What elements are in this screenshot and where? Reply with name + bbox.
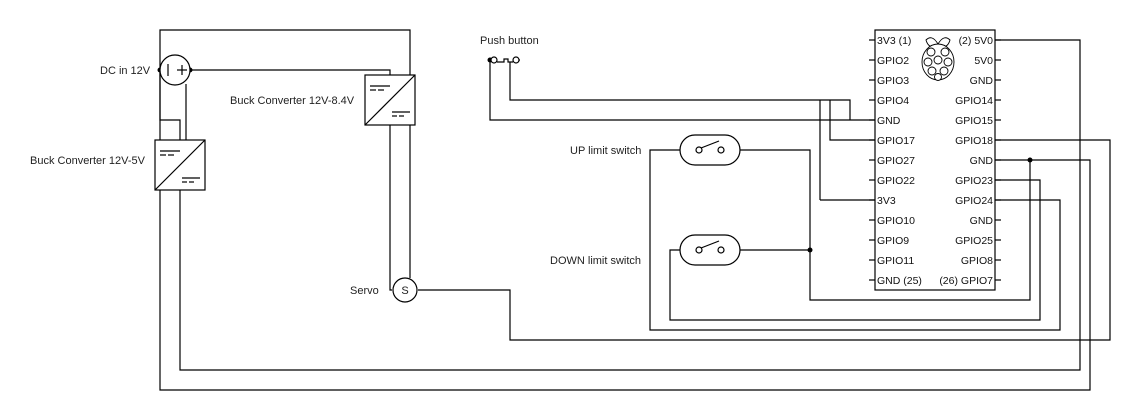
pin-label-left: GPIO4 [877, 95, 909, 107]
dc-in-label: DC in 12V [100, 65, 151, 77]
pin-label-right: GPIO25 [955, 235, 993, 247]
servo-symbol: S [401, 285, 408, 297]
pin-label-right: GPIO18 [955, 135, 993, 147]
wire-up-switch-gpio24 [649, 149, 1061, 331]
pin-label-left: GPIO17 [877, 135, 915, 147]
wire-down-switch-gpio23 [669, 179, 1041, 321]
pin-label-left: GND [877, 115, 901, 127]
up-limit-switch [679, 134, 741, 166]
pin-label-left: GPIO9 [877, 235, 909, 247]
wire-gpio17 [829, 100, 875, 141]
buck-5v-label: Buck Converter 12V-5V [30, 155, 146, 167]
wire-button-gnd [489, 60, 875, 121]
pin-label-right: (2) 5V0 [959, 35, 994, 47]
pin-label-right: GPIO8 [961, 255, 993, 267]
junction-dot [807, 247, 813, 253]
pin-label-right: GPIO24 [955, 195, 993, 207]
wire-buck-to-servo [389, 125, 392, 291]
down-limit-switch [679, 234, 741, 266]
wire-top-loop [159, 29, 411, 278]
pin-label-right: GPIO15 [955, 115, 993, 127]
buck-converter-84v [364, 74, 416, 126]
wire-dc-to-buck-84v [190, 69, 391, 75]
buck-converter-5v [154, 139, 206, 191]
push-button-label: Push button [480, 35, 539, 47]
pin-label-right: (26) GPIO7 [939, 275, 993, 287]
pin-label-left: GND (25) [877, 275, 922, 287]
pin-label-left: GPIO22 [877, 175, 915, 187]
wire-button-gnd-2 [509, 62, 851, 120]
pin-label-left: GPIO2 [877, 55, 909, 67]
pin-label-right: GPIO23 [955, 175, 993, 187]
push-button [490, 56, 520, 64]
servo: S [392, 277, 418, 303]
wire-servo-gpio18 [418, 139, 1111, 341]
pin-label-right: 5V0 [974, 55, 993, 67]
pin-label-left: GPIO3 [877, 75, 909, 87]
pin-label-left: 3V3 [877, 195, 896, 207]
dc-source [159, 54, 191, 86]
buck-84v-label: Buck Converter 12V-8.4V [230, 95, 355, 107]
up-switch-label: UP limit switch [570, 145, 641, 157]
pin-label-left: GPIO10 [877, 215, 915, 227]
pin-label-right: GND [970, 75, 994, 87]
servo-label: Servo [350, 285, 379, 297]
pin-label-right: GND [970, 155, 994, 167]
pin-label-left: GPIO11 [877, 255, 914, 267]
raspberry-pi-header: 3V3 (1)GPIO2GPIO3GPIO4GNDGPIO17GPIO27GPI… [869, 29, 1001, 291]
junction-dot [1027, 157, 1033, 163]
pin-label-left: 3V3 (1) [877, 35, 911, 47]
pin-label-right: GND [970, 215, 994, 227]
wire-gnd-rail [159, 159, 1091, 391]
down-switch-label: DOWN limit switch [550, 255, 641, 267]
pin-label-left: GPIO27 [877, 155, 915, 167]
pin-label-right: GPIO14 [955, 95, 993, 107]
wire-up-switch-common [740, 149, 1031, 301]
raspberry-pi-logo-icon [921, 37, 955, 81]
wire-5v-rail [179, 39, 1081, 371]
